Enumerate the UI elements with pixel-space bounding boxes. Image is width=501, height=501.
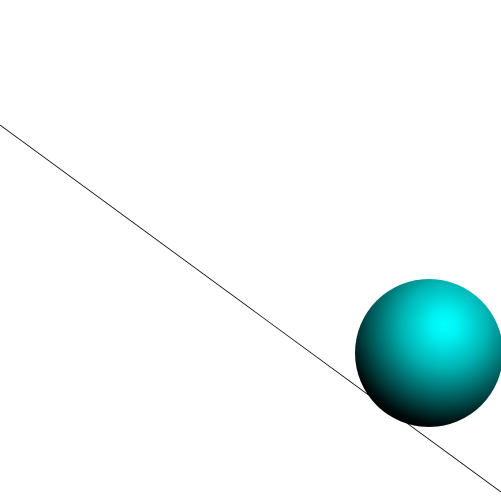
cyan-sphere (355, 279, 501, 427)
diagonal-line (0, 124, 501, 493)
